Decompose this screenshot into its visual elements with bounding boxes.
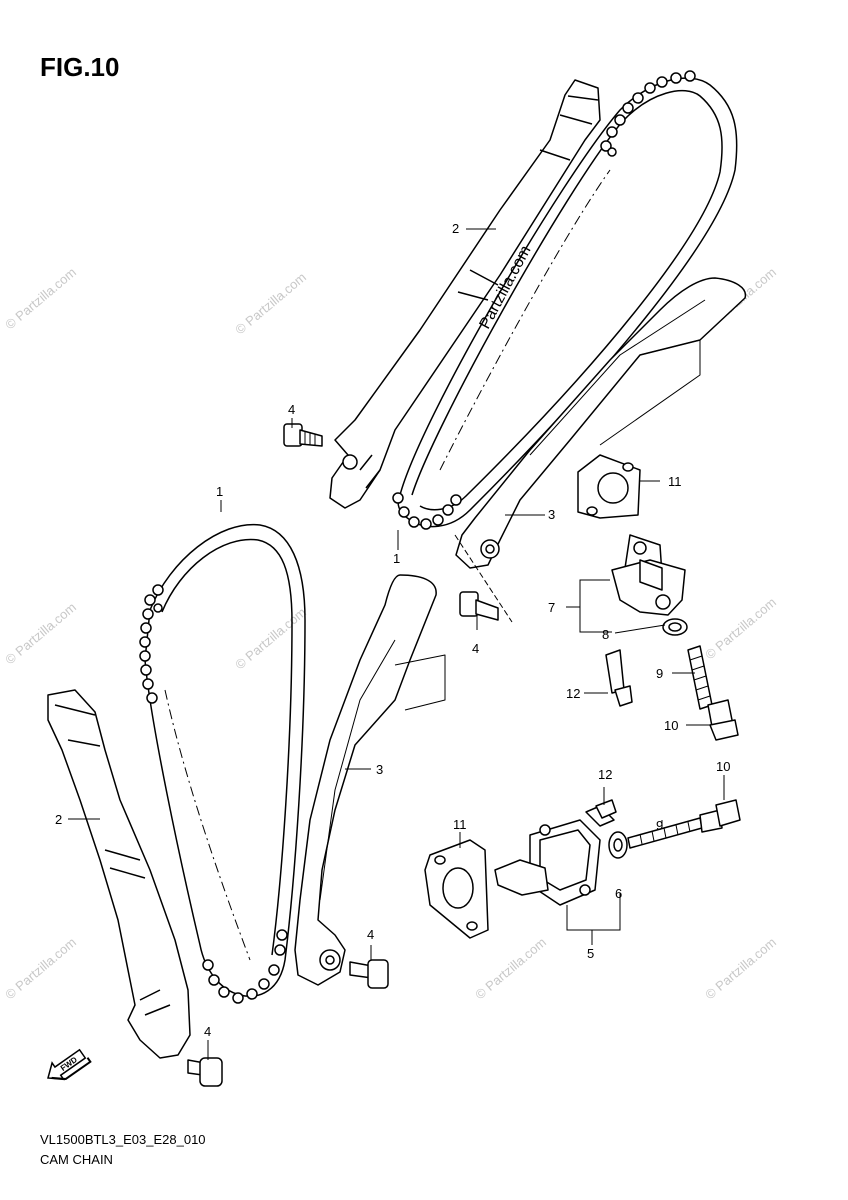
callout-lower-washer: 6 (615, 886, 622, 901)
figure-name: CAM CHAIN (40, 1152, 113, 1167)
upper-guide-bolt (283, 423, 323, 447)
callout-lower-chain: 1 (216, 484, 223, 499)
lower-spring (627, 817, 703, 849)
watermark: © Partzilla.com (2, 934, 79, 1002)
callout-lower-gasket: 11 (453, 817, 467, 832)
callout-lower-adjuster: 5 (587, 946, 594, 961)
lower-gasket (424, 839, 489, 939)
callout-upper-tensioner: 3 (548, 507, 555, 522)
watermark: © Partzilla.com (2, 599, 79, 667)
upper-screw (605, 649, 633, 707)
lower-cap-bolt (699, 799, 741, 833)
callout-lower-cap-bolt: 10 (716, 759, 730, 774)
callout-upper-cap-bolt: 10 (664, 718, 678, 733)
lower-chain-links-left (139, 584, 164, 704)
watermark: © Partzilla.com (2, 264, 79, 332)
watermark: © Partzilla.com (472, 934, 549, 1002)
lower-guide-bolt (187, 1057, 223, 1087)
lower-mid-bolt (349, 959, 389, 989)
fwd-arrow: FWD (47, 1048, 92, 1081)
callout-lower-bolt: 4 (204, 1024, 211, 1039)
callout-lower-guide: 2 (55, 812, 62, 827)
upper-leader-lines (454, 339, 701, 623)
callout-lower-tensioner: 3 (376, 762, 383, 777)
upper-gasket (577, 454, 641, 519)
lower-cam-chain-guide (47, 689, 191, 1059)
callout-upper-adjuster: 7 (548, 600, 555, 615)
watermark: © Partzilla.com (702, 934, 779, 1002)
watermark: © Partzilla.com (232, 269, 309, 337)
lower-cam-chain (139, 523, 306, 1004)
callout-upper-bolt: 4 (288, 402, 295, 417)
callout-upper-guide: 2 (452, 221, 459, 236)
lower-chain-links-bottom (202, 929, 288, 1004)
lower-cam-chain-tensioner (294, 574, 437, 986)
callout-upper-chain: 1 (393, 551, 400, 566)
callout-lower-screw: 12 (598, 767, 612, 782)
lower-screw (585, 799, 617, 827)
callout-lower-spring: 9 (656, 818, 663, 833)
upper-cap-bolt (707, 699, 739, 741)
callout-leaders (68, 228, 725, 1060)
callout-upper-mid-bolt: 4 (472, 641, 479, 656)
lower-washer (608, 831, 628, 859)
watermark: © Partzilla.com (702, 594, 779, 662)
upper-cam-chain-guide (329, 79, 601, 509)
upper-tensioner-adjuster (611, 534, 686, 616)
upper-washer (662, 618, 688, 636)
upper-mid-bolt (459, 591, 499, 621)
upper-chain-links-bottom (392, 492, 462, 530)
callout-upper-spring: 9 (656, 666, 663, 681)
upper-cam-chain (392, 70, 738, 530)
callout-labels: 2 4 11 3 1 7 8 4 9 12 10 1 2 3 12 10 9 1… (55, 221, 730, 1039)
callout-upper-screw: 12 (566, 686, 580, 701)
callout-lower-mid-bolt: 4 (367, 927, 374, 942)
figure-title: FIG.10 (40, 52, 120, 82)
callout-upper-washer: 8 (602, 627, 609, 642)
upper-cam-chain-tensioner (455, 277, 747, 569)
lower-tensioner-adjuster (494, 819, 601, 906)
lower-tensioner-leader (394, 654, 446, 711)
watermark: © Partzilla.com (232, 604, 309, 672)
figure-code: VL1500BTL3_E03_E28_010 (40, 1132, 206, 1147)
upper-chain-links-top (600, 70, 696, 157)
callout-upper-gasket: 11 (668, 474, 682, 489)
